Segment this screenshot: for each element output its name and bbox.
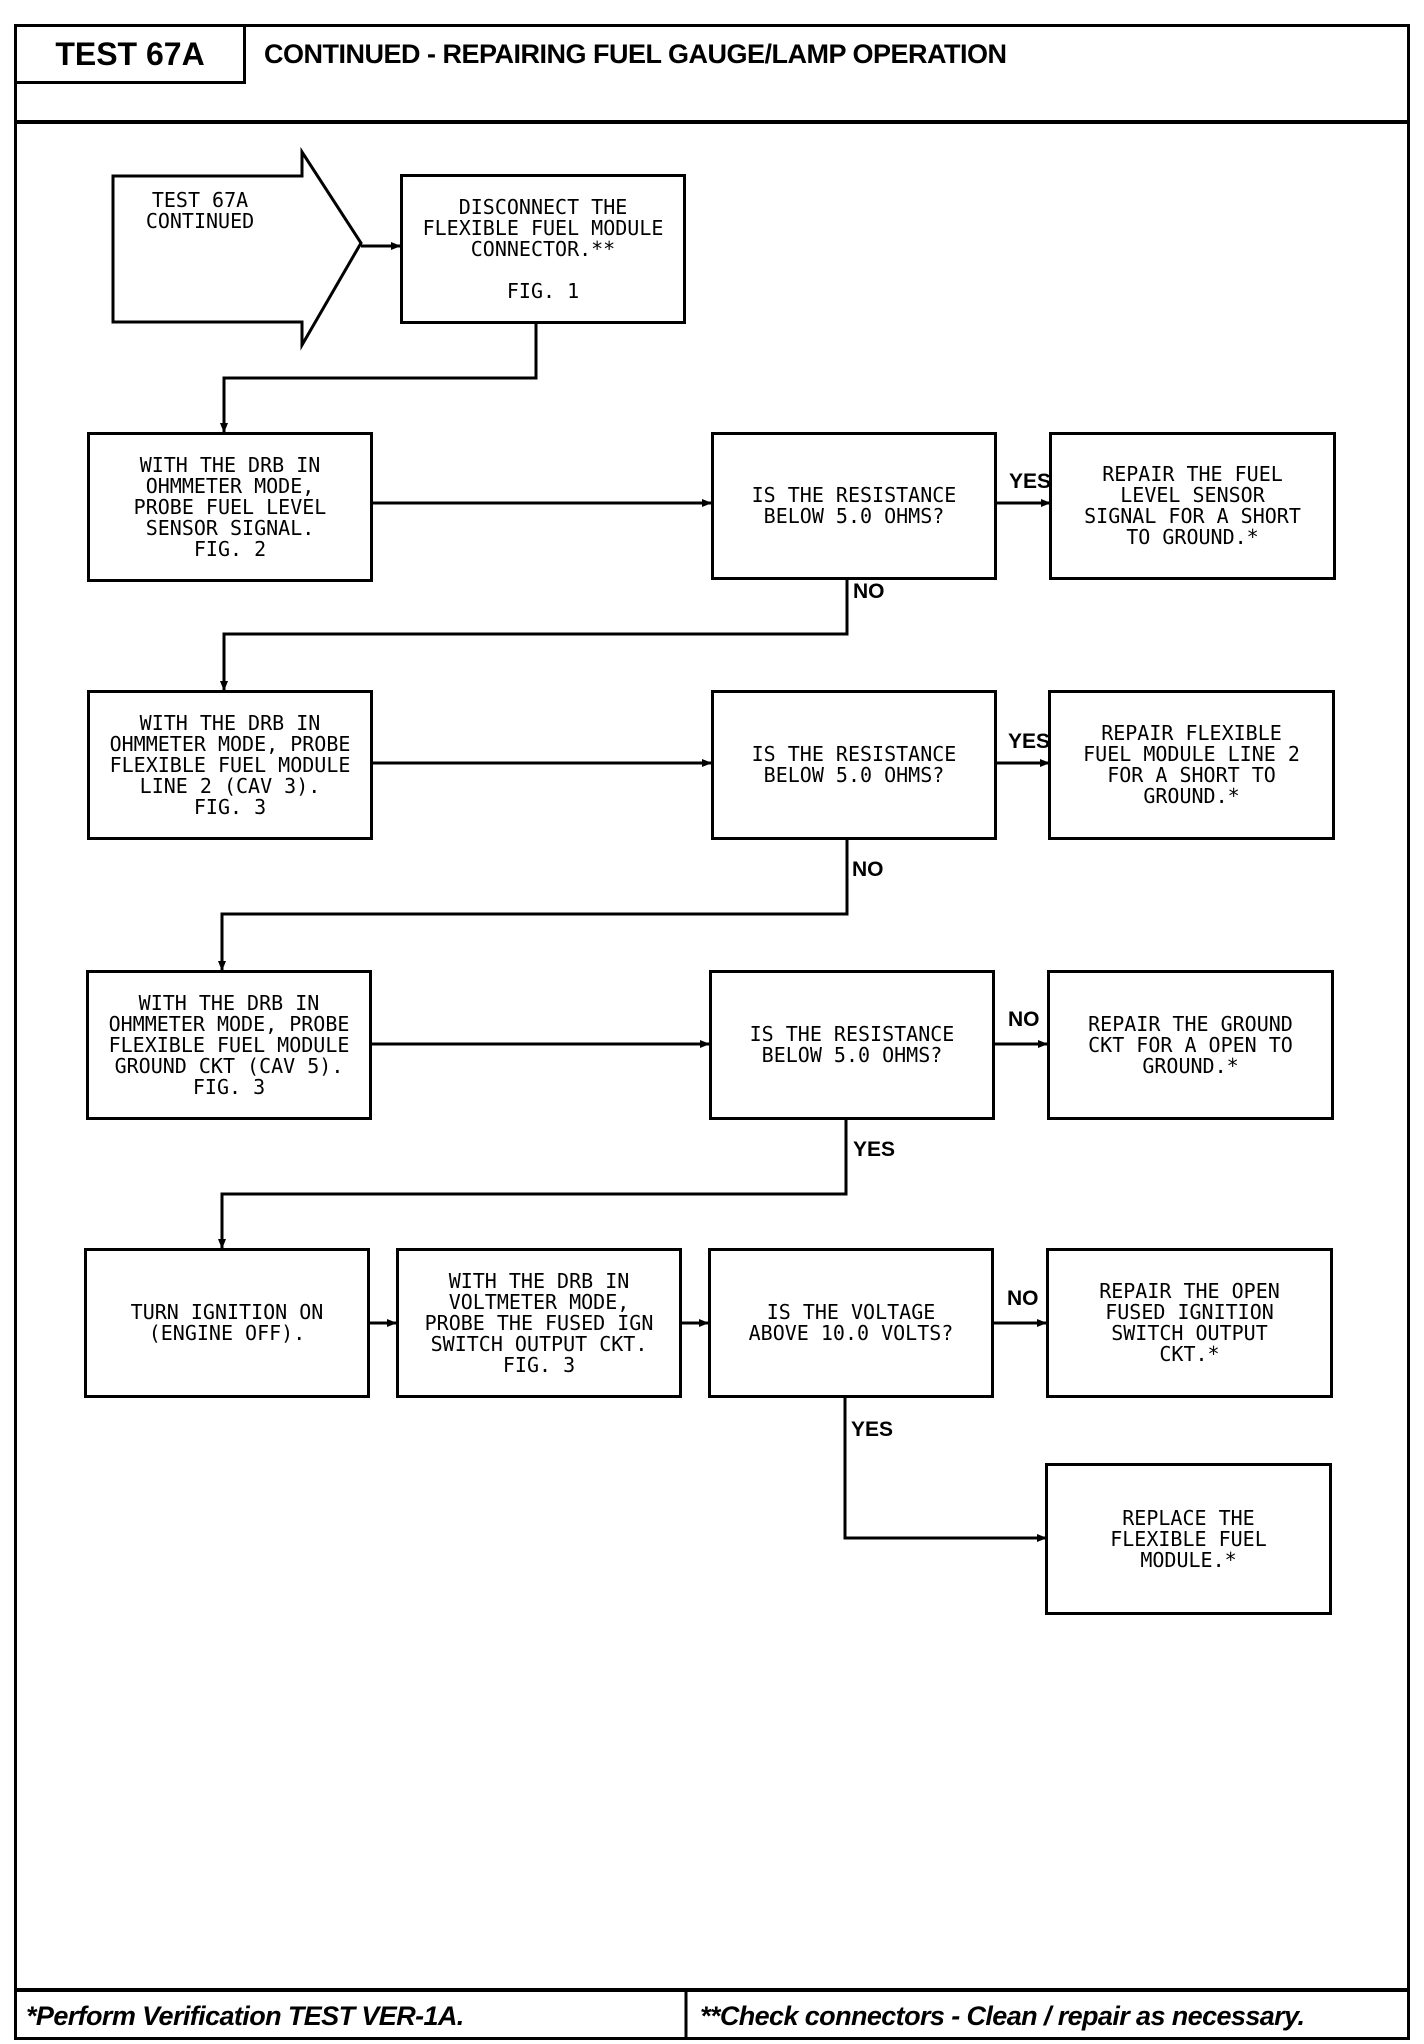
start-label: TEST 67A CONTINUED: [145, 188, 255, 233]
step-probe-line2: WITH THE DRB IN OHMMETER MODE, PROBE FLE…: [87, 690, 373, 840]
label-q2-no: NO: [852, 858, 884, 881]
label-q4-yes: YES: [851, 1418, 894, 1441]
footer-note-right: **Check connectors - Clean / repair as n…: [700, 2000, 1305, 2031]
decision-resistance-2: IS THE RESISTANCE BELOW 5.0 OHMS?: [711, 690, 997, 840]
page-title: CONTINUED - REPAIRING FUEL GAUGE/LAMP OP…: [264, 38, 1007, 69]
decision-resistance-3: IS THE RESISTANCE BELOW 5.0 OHMS?: [709, 970, 995, 1120]
step-repair-ground: REPAIR THE GROUND CKT FOR A OPEN TO GROU…: [1047, 970, 1334, 1120]
label-q1-yes: YES: [1009, 470, 1052, 493]
label-q3-no: NO: [1008, 1008, 1040, 1031]
arrow-disconnect-probe: [220, 322, 538, 433]
step-repair-line2: REPAIR FLEXIBLE FUEL MODULE LINE 2 FOR A…: [1048, 690, 1335, 840]
page-frame: [14, 24, 1410, 2040]
step-ignition-on: TURN IGNITION ON (ENGINE OFF).: [84, 1248, 370, 1398]
step-disconnect-connector: DISCONNECT THE FLEXIBLE FUEL MODULE CONN…: [400, 174, 686, 324]
label-q4-no: NO: [1007, 1287, 1039, 1310]
start-arrow-shape: [111, 146, 363, 351]
label-q3-yes: YES: [853, 1138, 896, 1161]
test-id: TEST 67A: [14, 24, 246, 84]
decision-resistance-1: IS THE RESISTANCE BELOW 5.0 OHMS?: [711, 432, 997, 580]
arrow-q2-no: [218, 838, 849, 971]
arrow-q1-no: [220, 578, 849, 691]
label-q1-no: NO: [853, 580, 885, 603]
step-repair-signal: REPAIR THE FUEL LEVEL SENSOR SIGNAL FOR …: [1049, 432, 1336, 580]
arrow-q4-yes: [843, 1397, 1047, 1542]
step-probe-voltage: WITH THE DRB IN VOLTMETER MODE, PROBE TH…: [396, 1248, 682, 1398]
footer-note-left: *Perform Verification TEST VER-1A.: [26, 2000, 464, 2031]
decision-voltage: IS THE VOLTAGE ABOVE 10.0 VOLTS?: [708, 1248, 994, 1398]
label-q2-yes: YES: [1008, 730, 1051, 753]
step-probe-signal: WITH THE DRB IN OHMMETER MODE, PROBE FUE…: [87, 432, 373, 582]
step-probe-ground: WITH THE DRB IN OHMMETER MODE, PROBE FLE…: [86, 970, 372, 1120]
step-repair-ignition: REPAIR THE OPEN FUSED IGNITION SWITCH OU…: [1046, 1248, 1333, 1398]
step-replace-module: REPLACE THE FLEXIBLE FUEL MODULE.*: [1045, 1463, 1332, 1615]
arrow-q3-yes: [218, 1118, 848, 1249]
